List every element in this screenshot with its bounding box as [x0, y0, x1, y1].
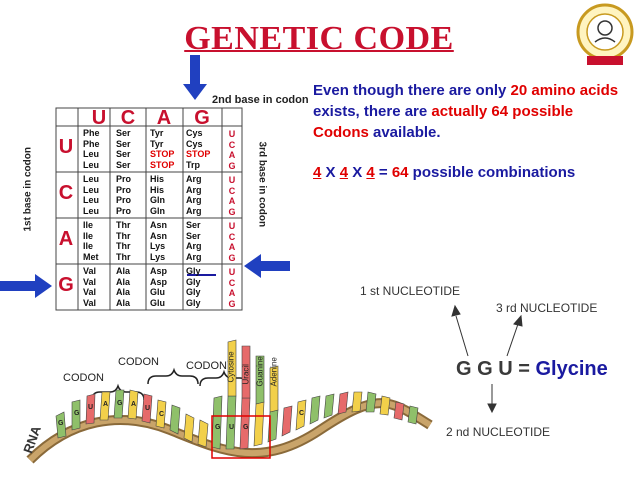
- base-name-label: Adenine: [269, 357, 279, 387]
- first-base-g: G: [58, 274, 74, 296]
- arrow-down-icon: [183, 55, 207, 100]
- arrow-right-icon: [0, 274, 52, 298]
- base-name-label: Cytosine: [226, 351, 236, 383]
- strand-base-letter: U: [145, 405, 151, 412]
- strand-base-letter: C: [299, 410, 305, 417]
- university-seal-icon: [576, 3, 634, 65]
- strand-base-letter: G: [74, 410, 80, 417]
- strand-base-letter: U: [229, 424, 235, 431]
- codon-equation: G G U = Glycine: [456, 358, 608, 380]
- first-base-a: A: [58, 228, 74, 250]
- codon-label: CODON: [186, 360, 227, 372]
- strand-base-letter: A: [103, 401, 109, 408]
- codon-label: CODON: [118, 356, 159, 368]
- strand-base-letter: G: [117, 400, 123, 407]
- strand-base-letter: G: [58, 420, 64, 427]
- strand-base-letter: G: [215, 424, 221, 431]
- base-name-label: Guanine: [255, 356, 265, 387]
- first-base-u: U: [58, 136, 74, 158]
- top-axis-label: 2nd base in codon: [212, 94, 309, 106]
- arrow-left-icon: [244, 254, 290, 278]
- strand-base-letter: U: [88, 404, 94, 411]
- third-nucleotide-label: 3 rd NUCLEOTIDE: [496, 301, 598, 315]
- base-name-label: Uracil: [241, 364, 251, 385]
- first-nucleotide-label: 1 st NUCLEOTIDE: [360, 284, 461, 298]
- second-base-g: G: [194, 107, 210, 129]
- second-base-u: U: [91, 107, 107, 129]
- second-base-c: C: [120, 107, 136, 129]
- strand-base-letter: C: [159, 411, 165, 418]
- codon-count-explanation: Even though there are only 20 amino acid…: [313, 82, 619, 141]
- strand-base-letter: G: [243, 424, 249, 431]
- combination-formula: 4 X 4 X 4 = 64 possible combinations: [313, 164, 576, 181]
- codon-label: CODON: [63, 372, 104, 384]
- strand-base-letter: A: [131, 401, 137, 408]
- page-title: GENETIC CODE: [184, 20, 454, 57]
- second-base-a: A: [156, 107, 172, 129]
- second-nucleotide-label: 2 nd NUCLEOTIDE: [446, 425, 551, 439]
- first-base-c: C: [58, 182, 74, 204]
